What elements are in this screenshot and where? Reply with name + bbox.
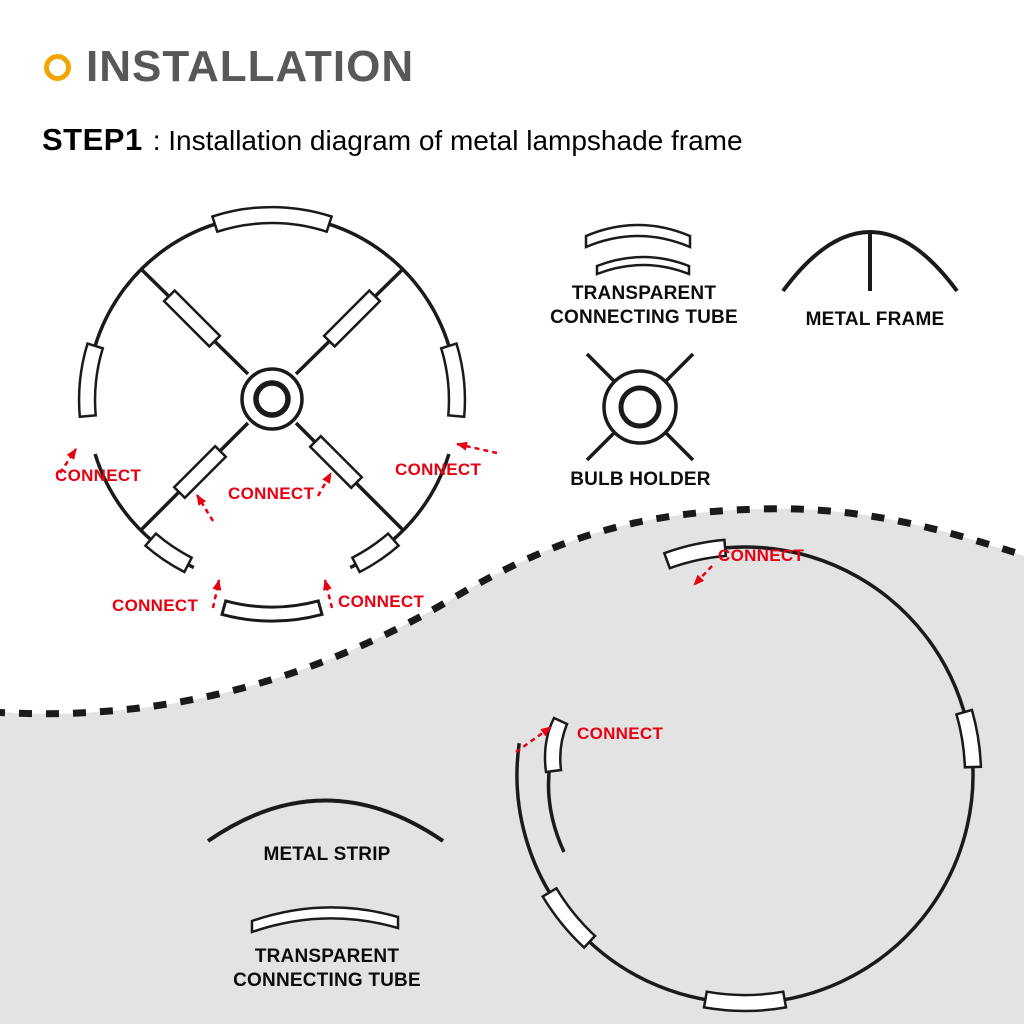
tube-left-joint bbox=[77, 342, 105, 419]
background-gray-region bbox=[0, 508, 1024, 1024]
tube-spoke-lower-left bbox=[172, 444, 228, 500]
connect-arrow-wheel-center-right bbox=[316, 472, 333, 497]
connect-label-wheel-left: CONNECT bbox=[55, 466, 142, 485]
ring-tube-right bbox=[954, 708, 983, 769]
connect-arrow-wheel-bottom-left bbox=[211, 579, 222, 609]
tube-bottom-left-end bbox=[143, 531, 194, 574]
step-number: STEP1 bbox=[42, 122, 143, 157]
step-title: STEP1 : Installation diagram of metal lam… bbox=[42, 122, 743, 158]
tube-spoke-upper-right bbox=[322, 288, 382, 349]
bottom-tube-band bbox=[250, 906, 400, 934]
metal-strip-label: METAL STRIP bbox=[263, 844, 391, 865]
connect-arrow-wheel-center-left bbox=[195, 494, 215, 522]
bulb-holder-symbol bbox=[585, 352, 695, 462]
connect-arrows bbox=[58, 441, 713, 754]
lampshade-wheel-diagram bbox=[77, 205, 467, 623]
metal-frame-symbol bbox=[781, 230, 959, 293]
bulb-holder-label: BULB HOLDER bbox=[570, 469, 711, 490]
ring-tube-bottom bbox=[702, 990, 788, 1013]
ring-tube-bottom-left bbox=[540, 886, 597, 950]
connect-label-wheel-bottom-right: CONNECT bbox=[338, 592, 425, 611]
tube-bottom-right-end bbox=[350, 531, 401, 574]
legend-tube-band-1 bbox=[584, 223, 692, 249]
legend-tube-band-2 bbox=[595, 255, 691, 276]
connect-arrow-wheel-bottom-right bbox=[323, 579, 334, 609]
ring-tube-top bbox=[662, 538, 728, 570]
legend-tube-label-line1: TRANSPARENT bbox=[571, 283, 717, 304]
metal-frame-label: METAL FRAME bbox=[805, 309, 945, 330]
page-title: INSTALLATION bbox=[86, 42, 415, 91]
page-header: INSTALLATION bbox=[44, 42, 414, 92]
step-description: : Installation diagram of metal lampshad… bbox=[152, 125, 743, 156]
connect-arrow-wheel-right bbox=[456, 441, 498, 455]
dashed-divider-curve bbox=[0, 505, 1024, 718]
tube-spoke-upper-left bbox=[162, 288, 222, 349]
tube-right-joint bbox=[439, 342, 467, 419]
legend-tube-symbol bbox=[584, 223, 692, 276]
legend-tube-label: TRANSPARENT CONNECTING TUBE bbox=[534, 282, 754, 331]
bottom-tube-label: TRANSPARENT CONNECTING TUBE bbox=[217, 945, 437, 994]
bottom-tube-label-line1: TRANSPARENT bbox=[254, 946, 400, 967]
connect-arrow-ring-top bbox=[693, 565, 713, 586]
connect-arrow-wheel-left bbox=[58, 448, 78, 474]
legend-tube-label-line2: CONNECTING TUBE bbox=[550, 307, 738, 329]
bulb-holder-outer-ring bbox=[602, 369, 678, 445]
tube-spoke-lower-right bbox=[308, 434, 364, 490]
bottom-tube-label-line2: CONNECTING TUBE bbox=[233, 970, 421, 992]
connect-label-wheel-right: CONNECT bbox=[395, 460, 482, 479]
wheel-top-arc bbox=[93, 213, 451, 347]
wheel-hub-inner-ring bbox=[253, 380, 291, 418]
connect-arrow-ring-left bbox=[515, 725, 552, 754]
connect-label-ring-top: CONNECT bbox=[718, 546, 805, 565]
connect-label-wheel-center: CONNECT bbox=[228, 484, 315, 503]
detached-bottom-strip bbox=[220, 599, 324, 623]
connect-label-wheel-bottom-left: CONNECT bbox=[112, 596, 199, 615]
assembled-ring-diagram bbox=[515, 538, 983, 1013]
bulb-holder-inner-ring bbox=[618, 385, 662, 429]
tube-top-joint bbox=[210, 205, 334, 234]
connect-label-ring-left: CONNECT bbox=[577, 724, 664, 743]
bullet-ring-icon bbox=[44, 53, 71, 81]
metal-strip-arc bbox=[206, 798, 445, 843]
wheel-hub-outer-ring bbox=[240, 367, 304, 431]
